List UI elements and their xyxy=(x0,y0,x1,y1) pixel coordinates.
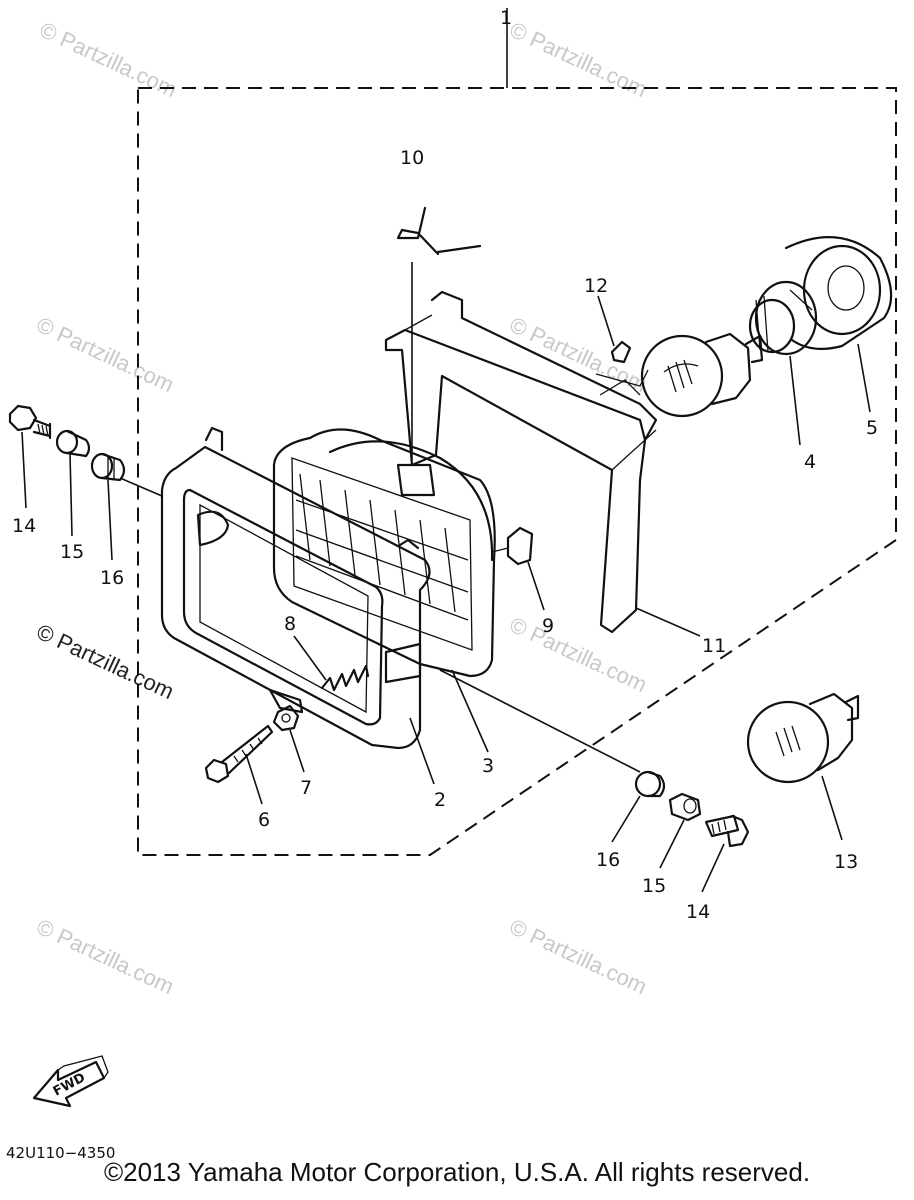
callout-labels: 1 2 3 4 5 6 7 8 9 10 11 12 13 14 15 16 1… xyxy=(12,7,878,923)
grommet-part-left xyxy=(90,452,126,482)
forward-arrow-icon: FWD xyxy=(32,1055,109,1108)
watermark: © Partzilla.com xyxy=(506,17,651,102)
bulb-socket-part xyxy=(748,280,818,446)
mounting-bracket-part xyxy=(384,290,658,634)
socket-cover-part xyxy=(784,236,893,413)
spare-bulb-part xyxy=(746,692,860,841)
callout-10: 10 xyxy=(400,147,424,169)
diagram-code: 42U110−4350 xyxy=(6,1144,115,1162)
watermark: © Partzilla.com xyxy=(33,619,178,704)
copyright-notice: ©2013 Yamaha Motor Corporation, U.S.A. A… xyxy=(103,1157,811,1187)
assembly-boundary xyxy=(137,8,897,856)
wire-clip-part xyxy=(396,206,482,460)
watermark: © Partzilla.com xyxy=(36,17,181,102)
callout-15-left: 15 xyxy=(60,541,84,563)
callout-15-right: 15 xyxy=(642,875,666,897)
callout-13: 13 xyxy=(834,851,858,873)
callout-16-left: 16 xyxy=(100,567,124,589)
headlight-bulb-part xyxy=(640,332,764,418)
left-screw-axis xyxy=(119,477,163,497)
callout-6: 6 xyxy=(258,809,270,831)
callout-9: 9 xyxy=(542,615,554,637)
callout-5: 5 xyxy=(866,417,878,439)
right-screw-axis xyxy=(439,669,641,773)
headlight-rim-part xyxy=(160,426,431,750)
grommet-part-right xyxy=(611,770,666,843)
bolt-part-right xyxy=(701,814,750,893)
watermark: © Partzilla.com xyxy=(506,914,651,999)
headlight-lens-part xyxy=(272,428,496,678)
watermark: © Partzilla.com xyxy=(33,914,178,999)
nut-part xyxy=(272,704,300,732)
watermark: © Partzilla.com xyxy=(506,612,651,697)
adjusting-screw-part xyxy=(204,724,274,784)
callout-11: 11 xyxy=(702,635,726,657)
watermarks: © Partzilla.com © Partzilla.com © Partzi… xyxy=(33,17,651,999)
callout-2: 2 xyxy=(434,789,446,811)
callout-14-left: 14 xyxy=(12,515,36,537)
spring-part xyxy=(320,664,370,692)
callout-12: 12 xyxy=(584,275,608,297)
leader-lines xyxy=(21,295,701,805)
callout-7: 7 xyxy=(300,777,312,799)
callout-3: 3 xyxy=(482,755,494,777)
watermark: © Partzilla.com xyxy=(33,312,178,397)
callout-14-right: 14 xyxy=(686,901,710,923)
callout-4: 4 xyxy=(804,451,816,473)
collar-part-left xyxy=(55,429,91,458)
callout-16-right: 16 xyxy=(596,849,620,871)
collar-part-right xyxy=(659,792,702,869)
clip-nut-part xyxy=(491,526,534,566)
callout-8: 8 xyxy=(284,613,296,635)
terminal-part xyxy=(595,340,649,387)
callout-1: 1 xyxy=(500,7,512,29)
bolt-part-left xyxy=(8,404,52,440)
